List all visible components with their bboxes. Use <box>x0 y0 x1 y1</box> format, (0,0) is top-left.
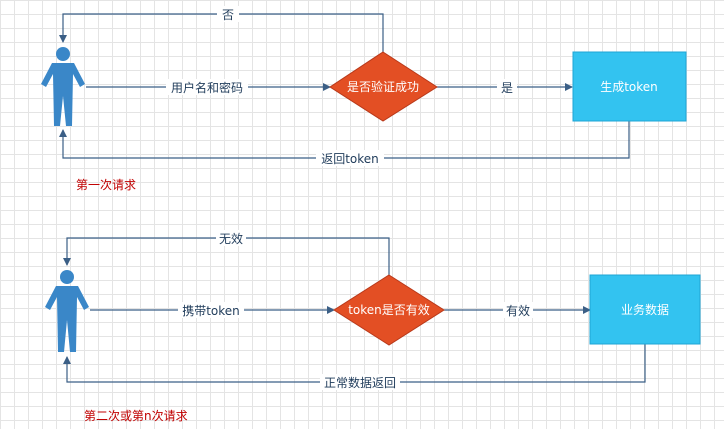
process-node: 业务数据 <box>589 274 701 345</box>
edge-return-label: 正常数据返回 <box>324 375 396 390</box>
flow-1: 否 用户名和密码 是 返回token 是否验证成功 生成token 第一次请求 <box>41 6 687 192</box>
edge-request-label: 用户名和密码 <box>171 80 243 95</box>
edge-request-label: 携带token <box>182 303 240 318</box>
caption: 第二次或第n次请求 <box>84 409 188 423</box>
edge-no-label: 无效 <box>219 231 243 246</box>
decision-label: token是否有效 <box>348 302 430 317</box>
edge-yes-label: 是 <box>501 81 513 95</box>
person-icon <box>41 47 85 126</box>
process-label: 业务数据 <box>621 302 669 317</box>
edge-no-label: 否 <box>222 8 234 22</box>
decision-label: 是否验证成功 <box>347 79 419 94</box>
process-label: 生成token <box>600 80 658 94</box>
process-node: 生成token <box>572 51 687 122</box>
decision-node: 是否验证成功 <box>329 51 438 122</box>
person-icon <box>45 270 89 352</box>
caption: 第一次请求 <box>76 178 136 192</box>
edge-yes-label: 有效 <box>506 303 530 318</box>
edge-return-label: 返回token <box>321 152 379 166</box>
flow-2: 无效 携带token 有效 正常数据返回 token是否有效 业务数据 第二次或… <box>45 230 701 423</box>
decision-node: token是否有效 <box>333 274 445 346</box>
